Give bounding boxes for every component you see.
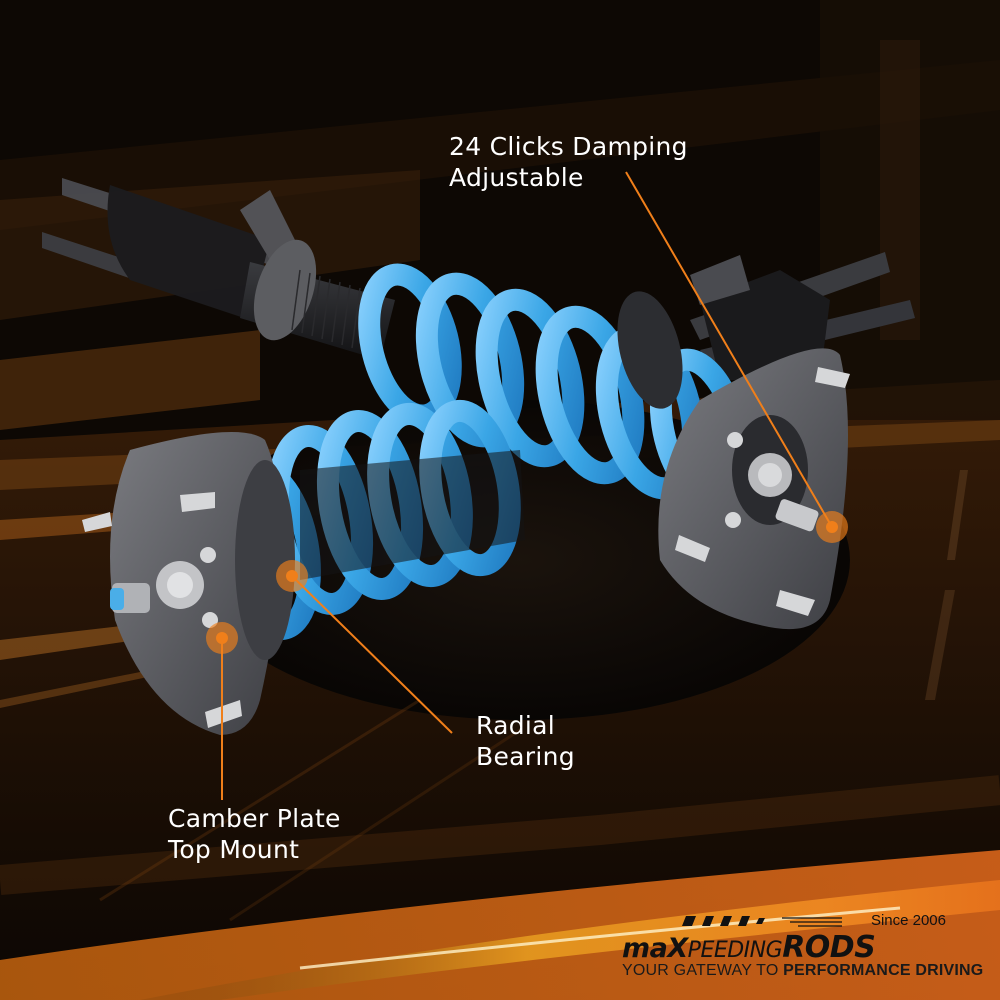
callout-radial-label: Radial Bearing: [476, 710, 575, 772]
right-camber-plate: [658, 348, 850, 630]
brand-logo: Since 2006 maXPEEDINGRODS YOUR GATEWAY T…: [622, 912, 983, 982]
rear-strut-body: [240, 239, 395, 360]
left-camber-plate: [82, 432, 295, 735]
rear-strut-bracket: [42, 178, 300, 320]
brand-name-prefix: maX: [622, 933, 688, 964]
checkered-flag-icon: [682, 916, 765, 926]
callout-radial-line1: Radial: [476, 711, 556, 740]
brand-since: Since 2006: [870, 912, 946, 929]
brand-tagline-bold: PERFORMANCE DRIVING: [783, 962, 984, 979]
callout-damping-marker: [625, 171, 848, 543]
callout-radial-marker: [276, 560, 453, 734]
callout-damping-line2: Adjustable: [449, 163, 584, 192]
callout-damping-line1: 24 Clicks Damping: [449, 132, 688, 161]
brand-name-suffix: RODS: [782, 930, 876, 965]
callout-camber-marker: [206, 622, 238, 800]
rear-strut-top-bracket: [690, 252, 915, 380]
callout-damping-label: 24 Clicks Damping Adjustable: [449, 131, 688, 193]
callout-camber-label: Camber Plate Top Mount: [168, 803, 341, 865]
brand-name: maXPEEDINGRODS: [622, 930, 876, 965]
callout-radial-line2: Bearing: [476, 742, 575, 771]
brand-tagline: YOUR GATEWAY TO PERFORMANCE DRIVING: [622, 962, 983, 980]
speed-lines-icon: [782, 917, 842, 927]
callout-camber-line1: Camber Plate: [168, 804, 341, 833]
callout-camber-line2: Top Mount: [168, 835, 300, 864]
brand-name-mid: PEEDING: [687, 938, 783, 963]
brand-tagline-light: YOUR GATEWAY TO: [622, 962, 784, 979]
